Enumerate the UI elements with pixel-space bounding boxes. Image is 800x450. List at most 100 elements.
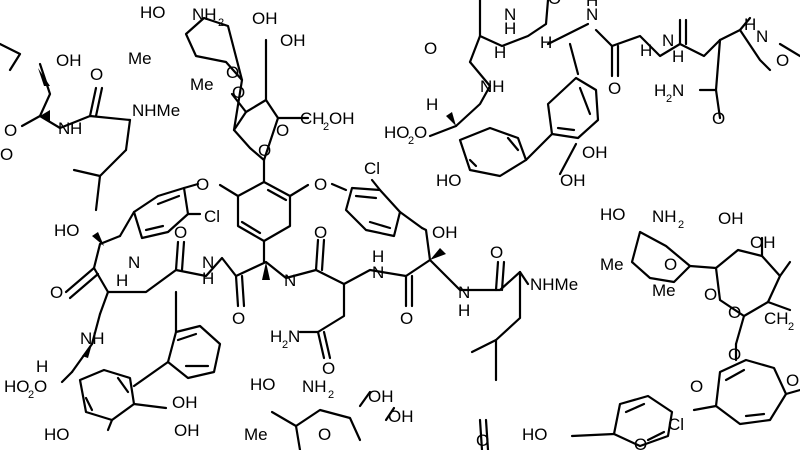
svg-text:N: N — [586, 5, 598, 24]
amide-n-3: N — [284, 271, 296, 290]
oh-lower-label-1: OH — [172, 393, 198, 412]
central-molecule: O O O Cl Cl HO OH N H N H N N H N H NH O… — [4, 3, 578, 444]
sugar-o-upper: O — [226, 63, 239, 82]
cl-right-label: Cl — [364, 159, 380, 178]
amide-h-4: H — [372, 247, 384, 266]
svg-text:2: 2 — [218, 17, 224, 29]
oh-lower-label-2: OH — [174, 421, 200, 440]
ether-o-left: O — [196, 175, 209, 194]
svg-text:OH: OH — [388, 407, 414, 426]
svg-text:O: O — [424, 39, 437, 58]
svg-text:2: 2 — [678, 219, 684, 231]
svg-text:H: H — [426, 95, 438, 114]
ho-left-label: HO — [54, 221, 80, 240]
svg-text:H: H — [504, 19, 516, 38]
svg-text:HO: HO — [436, 171, 462, 190]
svg-text:OH: OH — [718, 209, 744, 228]
amide-n-2: N — [202, 253, 214, 272]
svg-text:N: N — [504, 5, 516, 24]
amide-n-5: N — [458, 283, 470, 302]
svg-text:O: O — [786, 371, 799, 390]
right-sugar-ring-1 — [630, 230, 692, 284]
svg-text:HO: HO — [250, 375, 276, 394]
svg-text:O: O — [414, 123, 427, 142]
svg-text:Me: Me — [244, 425, 268, 444]
svg-text:NH: NH — [480, 77, 505, 96]
carbonyl-o-asn: O — [322, 359, 335, 378]
oh-sugar-2: OH — [280, 31, 306, 50]
svg-text:2: 2 — [323, 121, 329, 133]
svg-text:H: H — [640, 41, 652, 60]
sugar-ring-o: O — [276, 121, 289, 140]
ch2oh-label-center: CH — [300, 109, 325, 128]
top-left-fragment: OH O O N H O NHMe — [0, 42, 180, 212]
svg-text:OH: OH — [582, 143, 608, 162]
svg-text:O: O — [34, 377, 47, 396]
stereo-wedges — [38, 68, 456, 358]
svg-text:2: 2 — [328, 389, 334, 401]
sugar-ring-center — [232, 98, 280, 162]
carbonyl-o-4: O — [314, 223, 327, 242]
svg-text:2: 2 — [282, 339, 288, 351]
svg-text:N: N — [662, 31, 674, 50]
svg-text:N: N — [288, 327, 300, 346]
o-top-left: O — [4, 121, 17, 140]
oh-sugar-1: OH — [252, 9, 278, 28]
glycosidic-o: O — [258, 141, 271, 160]
nhme-top-left: NHMe — [132, 101, 180, 120]
svg-text:O: O — [704, 285, 717, 304]
amide-nh-macrocycle: NH — [80, 329, 105, 348]
svg-text:Me: Me — [600, 255, 624, 274]
right-sugar-ring-2 — [714, 248, 782, 318]
lower-left-resorcinol-ring — [78, 368, 136, 422]
svg-text:H: H — [744, 15, 756, 34]
ho2c-top-right: HO — [384, 123, 410, 142]
svg-text:O: O — [712, 109, 725, 128]
ho2c-label-central: HO — [4, 377, 30, 396]
svg-text:HO: HO — [600, 205, 626, 224]
h2n-label-central: H — [270, 327, 282, 346]
ch2oh-right: CH — [764, 309, 789, 328]
nh2-vancosamine: NH — [192, 5, 217, 24]
sugar-ring-upper — [184, 16, 244, 82]
right-chlorophenyl-ring — [344, 186, 402, 238]
me-label-1: Me — [128, 49, 152, 68]
me-label-2: Me — [190, 75, 214, 94]
carbonyl-o-6: O — [490, 243, 503, 262]
carbonyl-o-3: O — [232, 309, 245, 328]
svg-text:O: O — [776, 51, 789, 70]
alpha-h-label: H — [36, 357, 48, 376]
svg-text:O: O — [634, 435, 647, 450]
svg-text:N: N — [672, 81, 684, 100]
amide-h-5: H — [458, 301, 470, 320]
svg-text:2: 2 — [28, 389, 34, 401]
svg-text:OH: OH — [329, 109, 355, 128]
svg-text:HO: HO — [522, 425, 548, 444]
nhme-label-central: NHMe — [530, 275, 578, 294]
svg-text:2: 2 — [408, 135, 414, 147]
svg-text:Me: Me — [652, 281, 676, 300]
right-aryl-ring — [714, 358, 788, 426]
oh-right-label: OH — [432, 223, 458, 242]
svg-text:O: O — [728, 345, 741, 364]
h2n-top-right: H — [654, 81, 666, 100]
svg-text:O: O — [90, 65, 103, 84]
svg-text:O: O — [608, 79, 621, 98]
svg-text:O: O — [476, 431, 489, 450]
svg-text:H: H — [672, 47, 684, 66]
carbonyl-o-1: O — [50, 283, 63, 302]
svg-text:OH: OH — [368, 387, 394, 406]
svg-text:2: 2 — [666, 93, 672, 105]
amide-n-4: N — [372, 263, 384, 282]
svg-text:O: O — [690, 377, 703, 396]
nh2-right-sugar: NH — [652, 207, 677, 226]
carbonyl-o-5: O — [400, 309, 413, 328]
svg-text:O: O — [318, 425, 331, 444]
ho-lower-label: HO — [44, 425, 70, 444]
amide-h-1: H — [116, 271, 128, 290]
o-top-left-2: O — [0, 145, 13, 164]
sugar-o-link: O — [232, 83, 245, 102]
central-benzene-ring — [236, 180, 292, 243]
svg-text:H: H — [494, 43, 506, 62]
